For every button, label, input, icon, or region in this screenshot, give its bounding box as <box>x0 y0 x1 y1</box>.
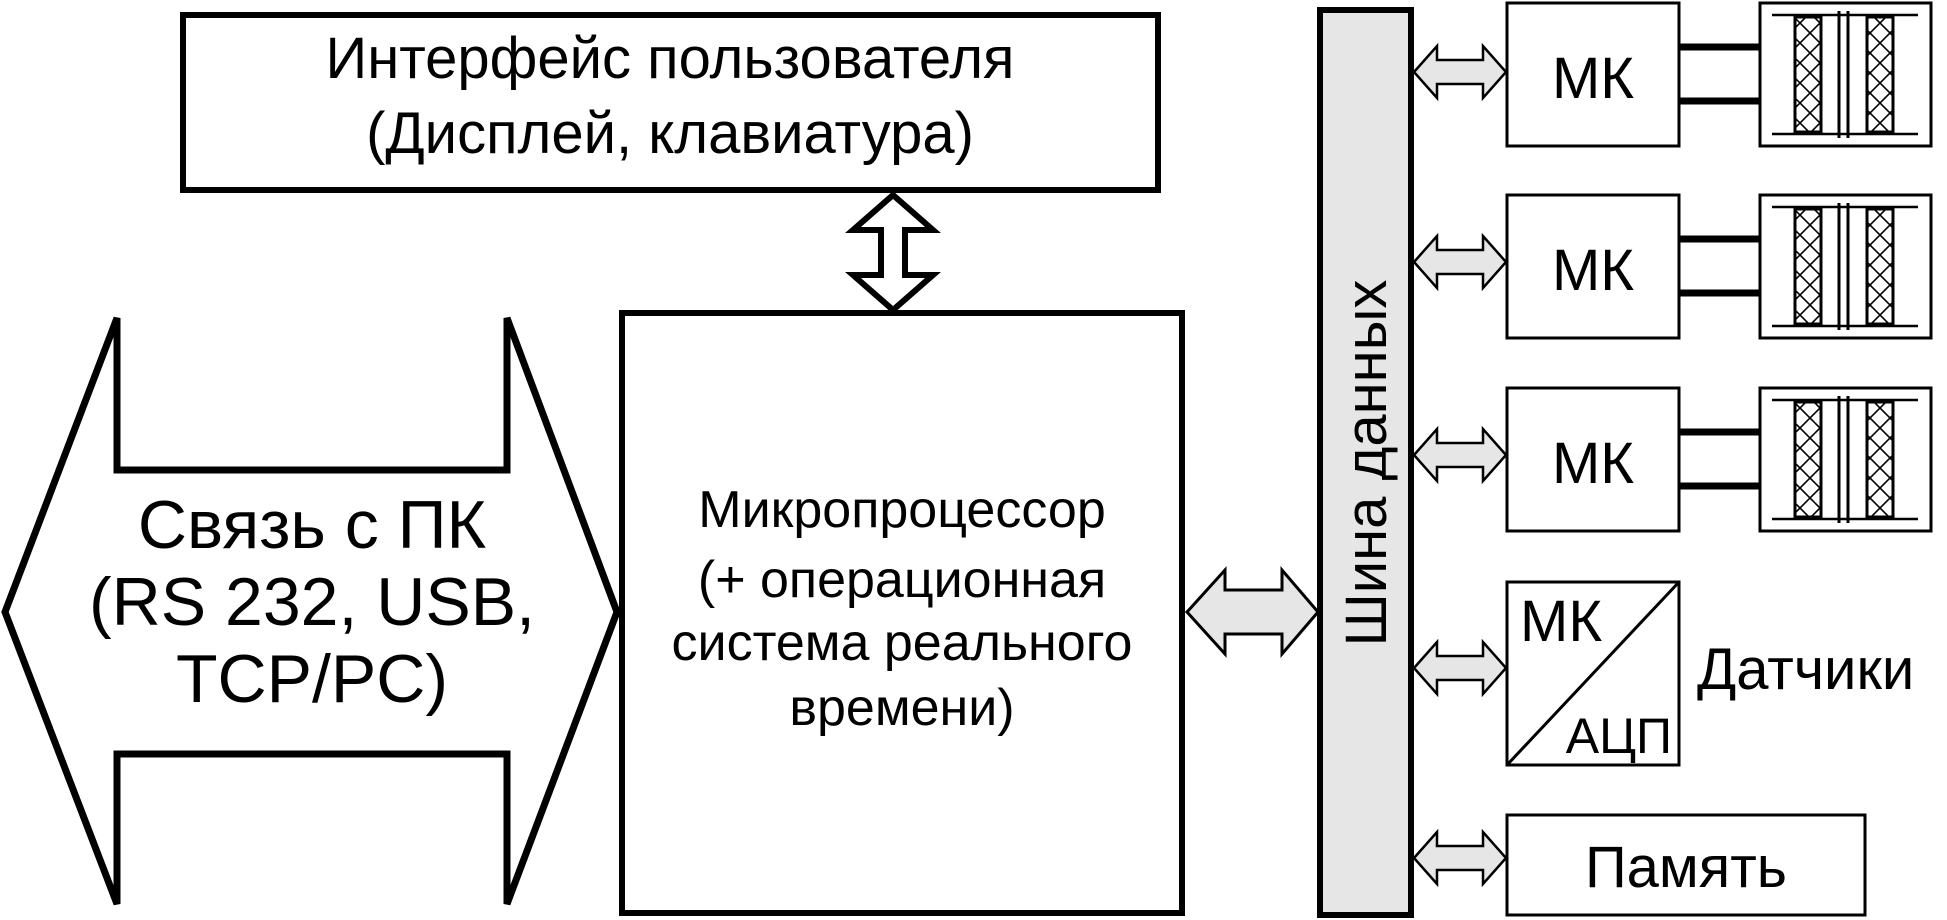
user-interface-block: Интерфейс пользователя (Дисплей, клавиат… <box>180 12 1161 193</box>
microprocessor-block: Микропроцессор (+ операционная система р… <box>619 310 1185 916</box>
user-interface-line1: Интерфейс пользователя <box>326 26 1015 91</box>
user-interface-line2: (Дисплей, клавиатура) <box>366 101 974 166</box>
controller-1-label: МК <box>1552 46 1634 111</box>
microprocessor-line1: Микропроцессор <box>698 481 1106 539</box>
controller-1: МК <box>1505 1 1760 148</box>
sensor-block: МК АЦП Датчики <box>1505 580 1914 767</box>
microprocessor-line3: система реального <box>672 614 1133 672</box>
cpu-bus-arrow <box>1184 565 1320 659</box>
microprocessor-line4: времени) <box>789 679 1014 737</box>
bus-arrow-mk1 <box>1412 42 1508 102</box>
sensor-adc-label: АЦП <box>1566 708 1672 764</box>
controller-2: МК <box>1505 193 1760 340</box>
bus-arrow-mk3 <box>1412 425 1508 485</box>
pc-link-arrow: Связь с ПК (RS 232, USB, TCP/PC) <box>1 316 621 906</box>
bus-arrows <box>1412 42 1508 888</box>
pc-link-line2: (RS 232, USB, <box>89 564 535 640</box>
data-bus: Шина данных <box>1317 7 1414 918</box>
sensor-mk-label: МК <box>1520 589 1602 654</box>
transformer-icon <box>1758 386 1933 533</box>
pc-link-line3: TCP/PC) <box>176 641 448 717</box>
bus-arrow-memory <box>1412 828 1508 888</box>
controller-2-label: МК <box>1552 238 1634 303</box>
memory-label: Память <box>1585 835 1787 900</box>
transformer-icon <box>1758 193 1933 340</box>
bus-arrow-mk2 <box>1412 232 1508 292</box>
microprocessor-line2: (+ операционная <box>698 551 1106 609</box>
pc-link-line1: Связь с ПК <box>138 487 487 563</box>
bus-arrow-sensor <box>1412 638 1508 698</box>
controller-3: МК <box>1505 386 1760 533</box>
data-bus-label: Шина данных <box>1334 280 1399 647</box>
transformer-icon <box>1758 1 1933 148</box>
ui-cpu-arrow <box>845 191 941 314</box>
controller-3-label: МК <box>1552 431 1634 496</box>
sensor-caption: Датчики <box>1697 637 1914 702</box>
memory-block: Память <box>1505 813 1867 917</box>
